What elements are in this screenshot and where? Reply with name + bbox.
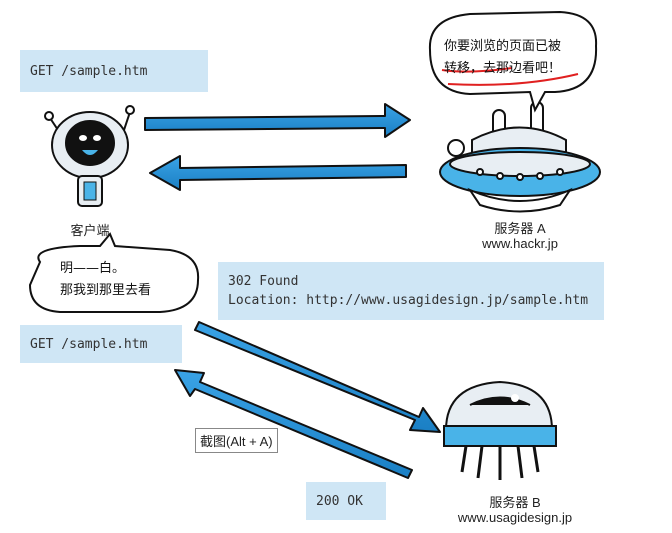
server-a-bubble-text: 你要浏览的页面已被 转移，去那边看吧！	[444, 36, 561, 80]
arrow-from-server-b	[174, 369, 413, 479]
request-get-1: GET /sample.htm	[20, 50, 208, 92]
server-a-bubble-line-1: 你要浏览的页面已被	[444, 39, 562, 54]
client-robot-illustration	[44, 105, 135, 207]
response-302-status: 302 Found	[228, 274, 299, 289]
screenshot-tooltip: 截图(Alt + A)	[195, 428, 278, 453]
server-a-host: www.hackr.jp	[482, 236, 558, 251]
response-200-box: 200 OK	[306, 482, 386, 520]
request-get-2: GET /sample.htm	[20, 325, 182, 363]
response-302-location: Location: http://www.usagidesign.jp/samp…	[228, 293, 589, 308]
client-bubble-line-1: 明——白。	[60, 261, 126, 276]
arrow-to-server-a	[144, 103, 411, 138]
client-bubble-line-2: 那我到那里去看	[60, 283, 152, 298]
client-label: 客户端	[70, 223, 110, 238]
response-302-box: 302 Found Location: http://www.usagidesi…	[218, 262, 604, 320]
client-speech-bubble	[28, 232, 200, 313]
arrow-from-server-a	[149, 155, 407, 191]
server-b-robot-illustration	[443, 380, 557, 480]
server-b-host: www.usagidesign.jp	[457, 510, 573, 525]
server-a-speech-bubble	[428, 10, 598, 113]
request-get-1-text: GET /sample.htm	[30, 63, 148, 79]
server-b-name: 服务器 B	[489, 495, 541, 510]
server-a-bubble-line-2: 转移，去那边看吧！	[444, 61, 562, 76]
request-get-2-text: GET /sample.htm	[30, 336, 148, 352]
client-bubble-text: 明——白。 那我到那里去看	[60, 258, 151, 302]
server-a-name: 服务器 A	[494, 221, 546, 236]
server-a-ufo-illustration	[439, 101, 601, 213]
response-200-text: 200 OK	[316, 493, 363, 509]
arrow-to-server-b	[194, 321, 441, 433]
